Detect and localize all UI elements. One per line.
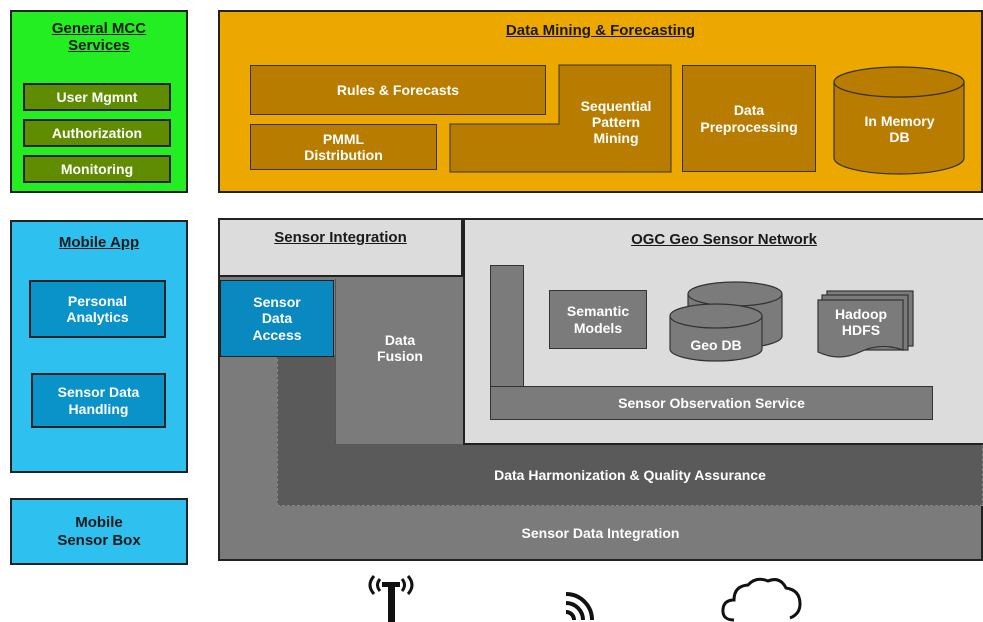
data-fusion-layer [335,279,465,444]
data-preprocessing-box: Data Preprocessing [682,65,816,172]
semantic-models-box: Semantic Models [549,290,647,349]
sensor-integration-title: Sensor Integration [274,229,407,246]
sensor-integration-header: Sensor Integration [220,220,463,277]
geo-db-cylinder-icon [669,281,783,362]
general-mcc-title: General MCC Services [51,20,147,55]
cloud-icon [721,577,802,622]
sequential-pattern-label: Sequential Pattern Mining [580,97,652,147]
geo-db-label: Geo DB [690,336,742,353]
antenna-icon [368,575,414,622]
sos-joint [491,387,523,418]
data-mining-title: Data Mining & Forecasting [505,22,696,39]
hadoop-hdfs-document-icon [817,290,914,358]
rules-forecasts-box: Rules & Forecasts [250,65,546,115]
wifi-icon [565,592,594,621]
in-memory-db-cylinder [833,66,965,175]
sensor-data-access-box: Sensor Data Access [220,280,334,357]
ogc-title: OGC Geo Sensor Network [631,231,817,248]
mobile-app-panel: Mobile App [10,220,188,473]
mobile-sensor-box: Mobile Sensor Box [10,498,188,565]
mobile-app-title: Mobile App [58,234,140,251]
data-fusion-label: Data Fusion [377,331,423,364]
in-memory-db-label: In Memory DB [864,112,935,145]
authorization-box: Authorization [23,119,171,147]
sensor-observation-service-box: Sensor Observation Service [490,386,933,420]
personal-analytics-box: Personal Analytics [29,280,166,338]
data-harmonization-label: Data Harmonization & Quality Assurance [494,466,766,483]
sequential-pattern-shape [449,64,672,173]
pmml-distribution-box: PMML Distribution [250,124,437,170]
user-mgmnt-box: User Mgmnt [23,83,171,111]
sensor-data-handling-box: Sensor Data Handling [31,373,166,428]
sensor-data-integration-label: Sensor Data Integration [521,524,680,541]
hadoop-hdfs-label: Hadoop HDFS [834,305,888,338]
monitoring-box: Monitoring [23,155,171,183]
